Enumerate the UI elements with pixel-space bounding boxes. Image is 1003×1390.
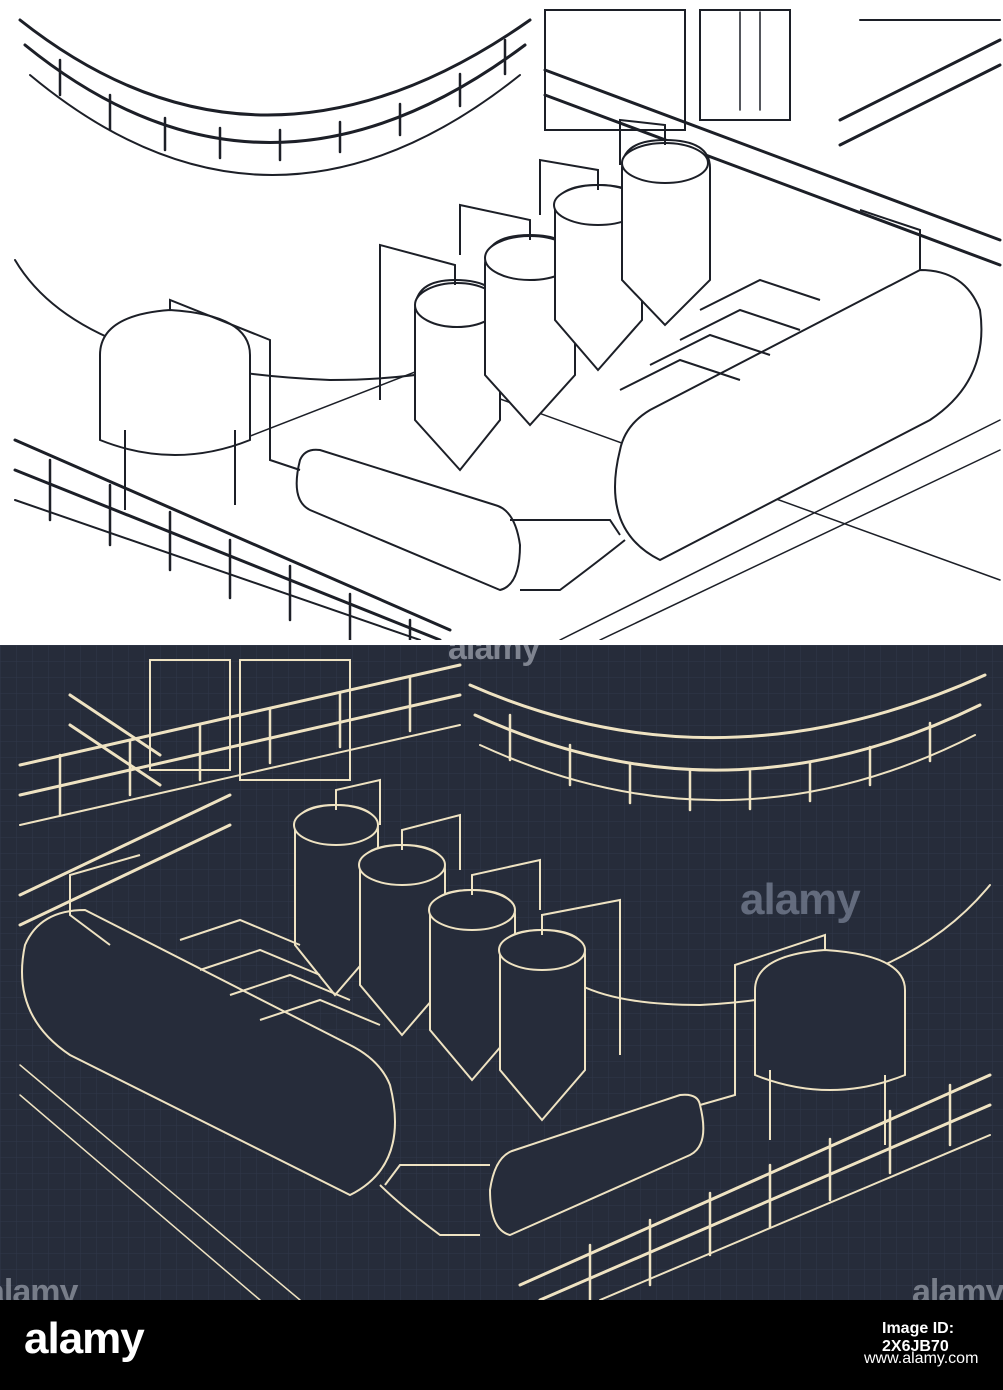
plant-line-art-dark — [0, 645, 1003, 1300]
horizontal-vessel-small — [295, 448, 522, 592]
tank-railing-top — [18, 18, 532, 117]
image-id-label: Image ID: — [882, 1320, 955, 1337]
filter-tanks — [414, 138, 711, 472]
plant-line-art-light — [13, 9, 1002, 640]
footer-logo[interactable]: alamy — [24, 1314, 145, 1363]
filter-tanks-dark — [293, 803, 586, 1122]
horizontal-vessel-large — [614, 268, 983, 562]
stock-footer: alamy Image ID: 2X6JB70 www.alamy.com — [0, 1300, 1003, 1390]
horizontal-vessel-small-dark — [488, 1093, 705, 1237]
watermark-brand-right: alamy — [912, 1273, 1003, 1300]
watermark-brand-top: alamy — [448, 645, 540, 667]
image-id: Image ID: 2X6JB70 — [882, 1320, 1003, 1356]
image-id-value: 2X6JB70 — [882, 1338, 949, 1355]
dark-blueprint-drawing: alamy alamy alamy alamy — [0, 645, 1003, 1300]
light-isometric-drawing — [0, 0, 1003, 640]
watermark-brand: alamy — [740, 875, 861, 924]
tank-railing-top-dark — [468, 673, 987, 740]
tank-railing-mid — [23, 43, 527, 144]
footer-url[interactable]: www.alamy.com — [864, 1350, 979, 1367]
storage-tank-vertical — [99, 308, 251, 456]
watermark-brand-left: alamy — [0, 1273, 78, 1300]
storage-tank-vertical-dark — [754, 948, 906, 1091]
horizontal-vessel-large-dark — [21, 908, 396, 1197]
